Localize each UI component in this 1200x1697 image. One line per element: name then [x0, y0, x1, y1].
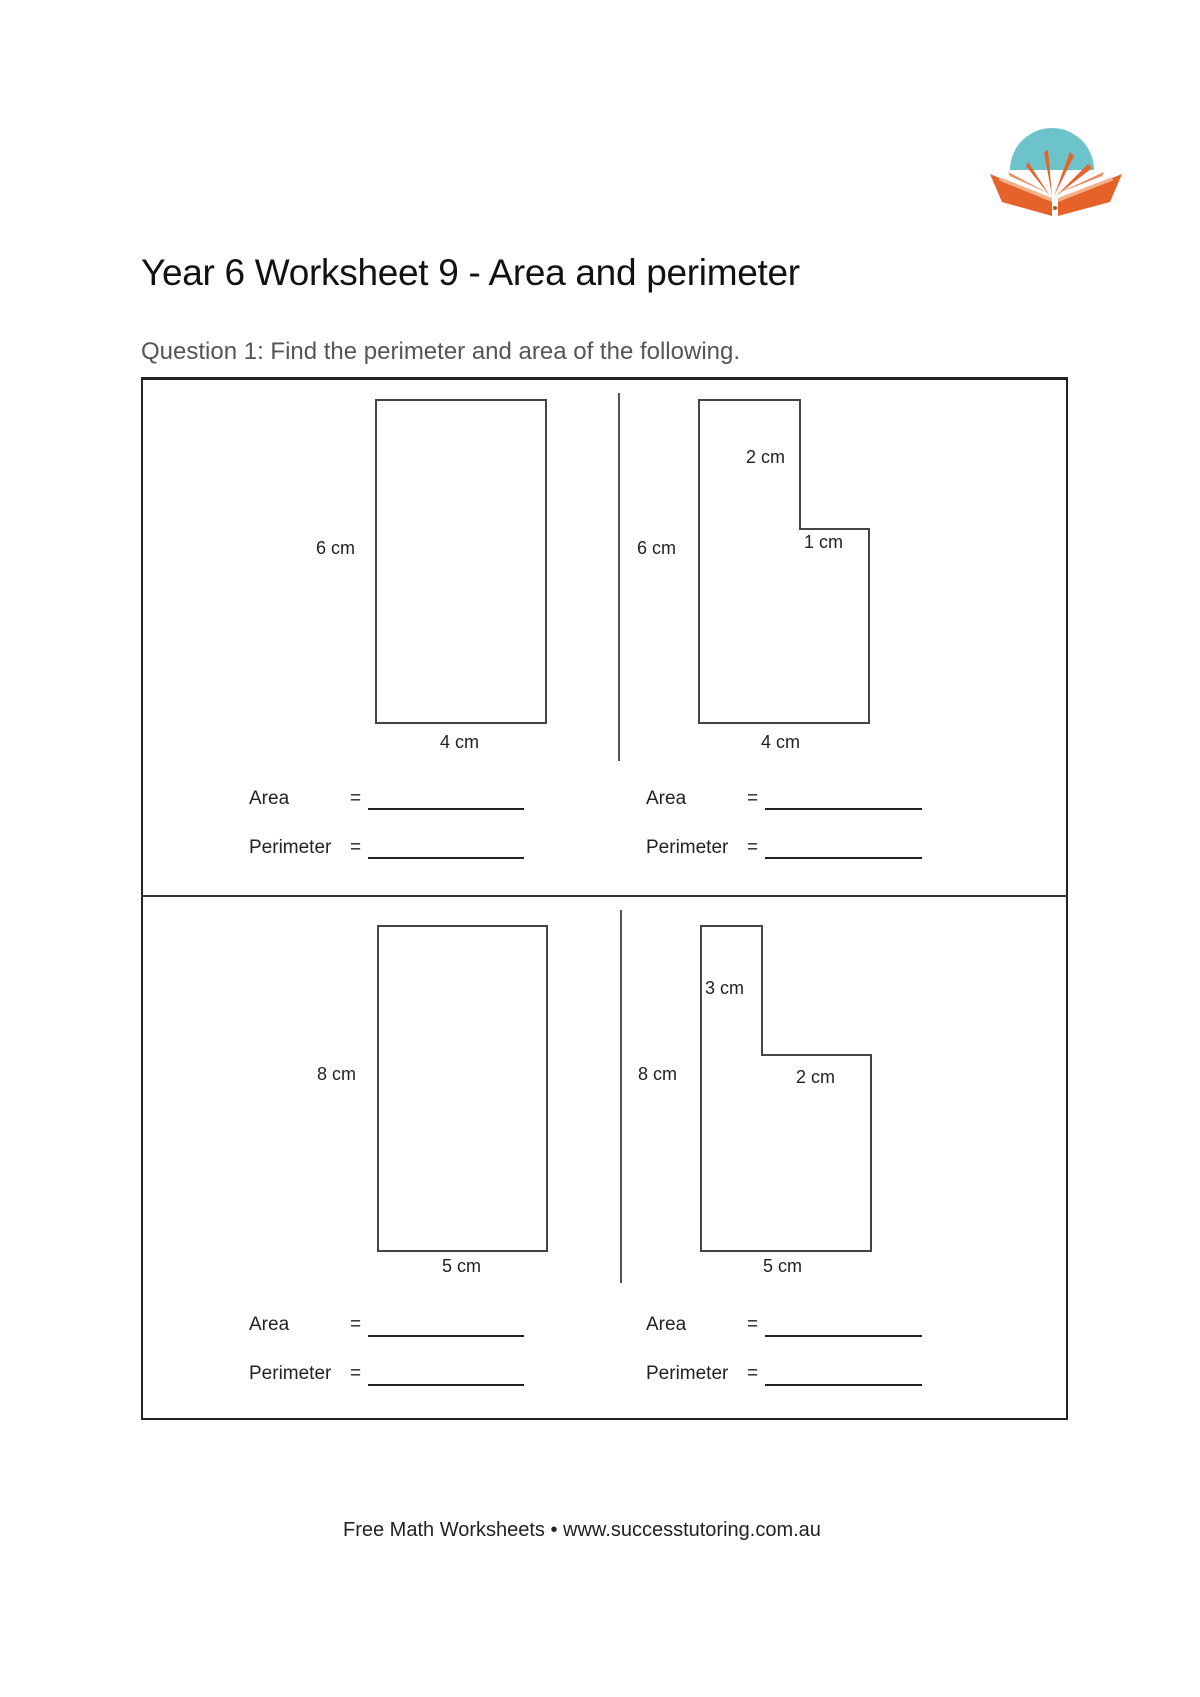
dimension-label: 8 cm [317, 1064, 357, 1084]
perimeter-label: Perimeter [249, 1363, 332, 1384]
equals-sign: = [747, 1314, 759, 1335]
perimeter-label: Perimeter [646, 1363, 729, 1384]
footer-text: Free Math Worksheets • www.successtutori… [343, 1519, 821, 1541]
equals-sign: = [350, 837, 362, 858]
equals-sign: = [350, 1314, 362, 1335]
area-label: Area [249, 788, 290, 809]
perimeter-answer-field[interactable] [765, 1384, 922, 1386]
equals-sign: = [350, 788, 362, 809]
perimeter-label: Perimeter [249, 837, 332, 858]
dimension-label: 1 cm [804, 532, 844, 552]
area-label: Area [646, 1314, 687, 1335]
perimeter-answer-field[interactable] [765, 857, 922, 859]
dimension-label: 4 cm [440, 732, 480, 752]
equals-sign: = [747, 837, 759, 858]
area-label: Area [249, 1314, 290, 1335]
page-title: Year 6 Worksheet 9 - Area and perimeter [141, 252, 800, 293]
dimension-label: 6 cm [637, 538, 677, 558]
dimension-label: 3 cm [705, 978, 745, 998]
equals-sign: = [350, 1363, 362, 1384]
perimeter-answer-field[interactable] [368, 857, 524, 859]
area-label: Area [646, 788, 687, 809]
dimension-label: 5 cm [763, 1256, 803, 1276]
perimeter-label: Perimeter [646, 837, 729, 858]
equals-sign: = [747, 1363, 759, 1384]
area-answer-field[interactable] [368, 808, 524, 810]
equals-sign: = [747, 788, 759, 809]
row-divider [141, 895, 1068, 897]
l-shape-2 [698, 399, 870, 724]
area-answer-field[interactable] [765, 808, 922, 810]
perimeter-answer-field[interactable] [368, 1384, 524, 1386]
dimension-label: 2 cm [746, 447, 786, 467]
area-answer-field[interactable] [368, 1335, 524, 1337]
dimension-label: 6 cm [316, 538, 356, 558]
question-prompt: Question 1: Find the perimeter and area … [141, 338, 741, 365]
open-book-logo-icon [988, 122, 1124, 218]
dimension-label: 5 cm [442, 1256, 482, 1276]
l-shape-4 [700, 925, 872, 1252]
area-answer-field[interactable] [765, 1335, 922, 1337]
problems-frame [141, 377, 1068, 1420]
column-divider-top [618, 393, 620, 761]
column-divider-bottom [620, 910, 622, 1283]
dimension-label: 2 cm [796, 1067, 836, 1087]
dimension-label: 4 cm [761, 732, 801, 752]
rectangle-shape-1 [375, 399, 547, 724]
dimension-label: 8 cm [638, 1064, 678, 1084]
rectangle-shape-3 [377, 925, 548, 1252]
